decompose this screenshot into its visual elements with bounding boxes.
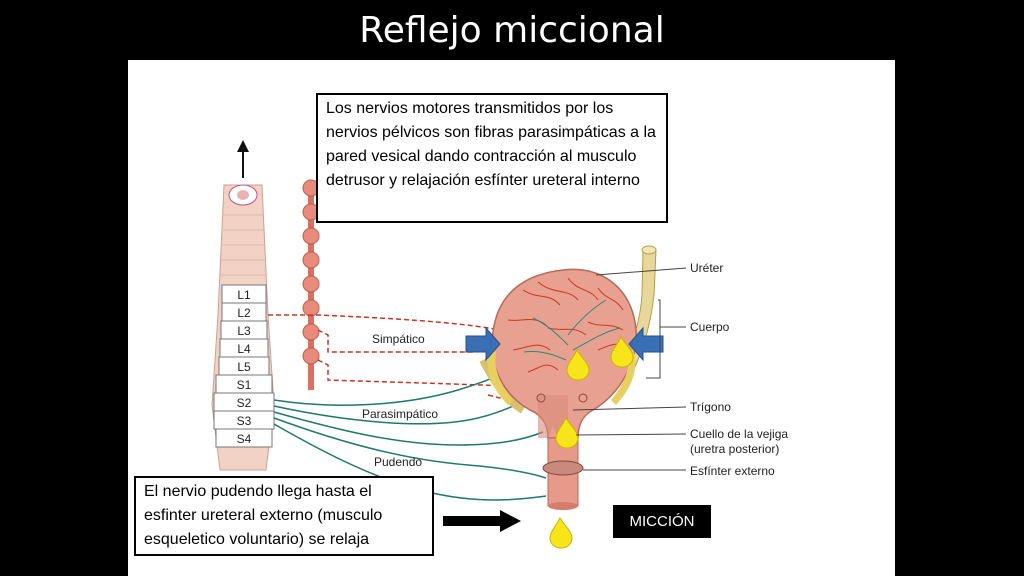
label-cuerpo: Cuerpo bbox=[690, 320, 730, 334]
pudendal-note: El nervio pudendo llega hasta el esfinte… bbox=[134, 476, 434, 556]
label-esfinter-externo: Esfínter externo bbox=[690, 464, 775, 478]
bladder-vessels bbox=[507, 277, 629, 373]
label-ureter: Uréter bbox=[690, 261, 724, 275]
sympathetic-ganglia bbox=[302, 179, 320, 365]
urine-drop-2 bbox=[610, 335, 634, 368]
miccion-badge: MICCIÓN bbox=[613, 505, 711, 538]
label-cuello-vejiga: Cuello de la vejiga bbox=[690, 427, 789, 441]
vertebra-label-l3: L3 bbox=[237, 324, 251, 338]
label-pudendo: Pudendo bbox=[374, 455, 423, 469]
vertebra-label-s2: S2 bbox=[236, 396, 252, 410]
vertebra-label-s4: S4 bbox=[236, 432, 252, 446]
label-simpatico: Simpático bbox=[372, 332, 425, 346]
external-sphincter bbox=[542, 460, 584, 476]
leader-lines bbox=[572, 267, 687, 471]
vertebra-label-l1: L1 bbox=[237, 288, 251, 302]
parasympathetic-note: Los nervios motores transmitidos por los… bbox=[316, 93, 668, 223]
bladder-nerve-branches bbox=[523, 299, 621, 361]
vertebra-label-l2: L2 bbox=[237, 306, 251, 320]
vertebra-label-s3: S3 bbox=[236, 414, 252, 428]
urine-drop-3 bbox=[555, 416, 579, 449]
urine-drop-1 bbox=[566, 348, 590, 381]
vertebra-label-s1: S1 bbox=[236, 378, 252, 392]
urine-drops bbox=[549, 335, 634, 549]
cord-gray-matter bbox=[237, 190, 249, 200]
slide-title: Reflejo miccional bbox=[359, 10, 665, 51]
pressure-arrows bbox=[465, 326, 664, 362]
label-trigono: Trígono bbox=[690, 400, 731, 414]
urine-drop-4 bbox=[549, 516, 573, 549]
vertebra-label-l4: L4 bbox=[237, 342, 251, 356]
diagram-panel: L1 L2 L3 L4 L5 S1 S2 S3 S4 Simpático Par… bbox=[128, 60, 895, 576]
segment-boxes bbox=[213, 284, 275, 448]
result-arrow bbox=[443, 510, 521, 532]
label-uretra-posterior: (uretra posterior) bbox=[690, 442, 780, 456]
vertebra-label-l5: L5 bbox=[237, 360, 251, 374]
ascending-arrow-head bbox=[237, 140, 249, 152]
reflex-diagram bbox=[211, 140, 687, 549]
label-parasimpatico: Parasimpático bbox=[362, 407, 439, 421]
parasympathetic-nerve bbox=[273, 334, 574, 479]
